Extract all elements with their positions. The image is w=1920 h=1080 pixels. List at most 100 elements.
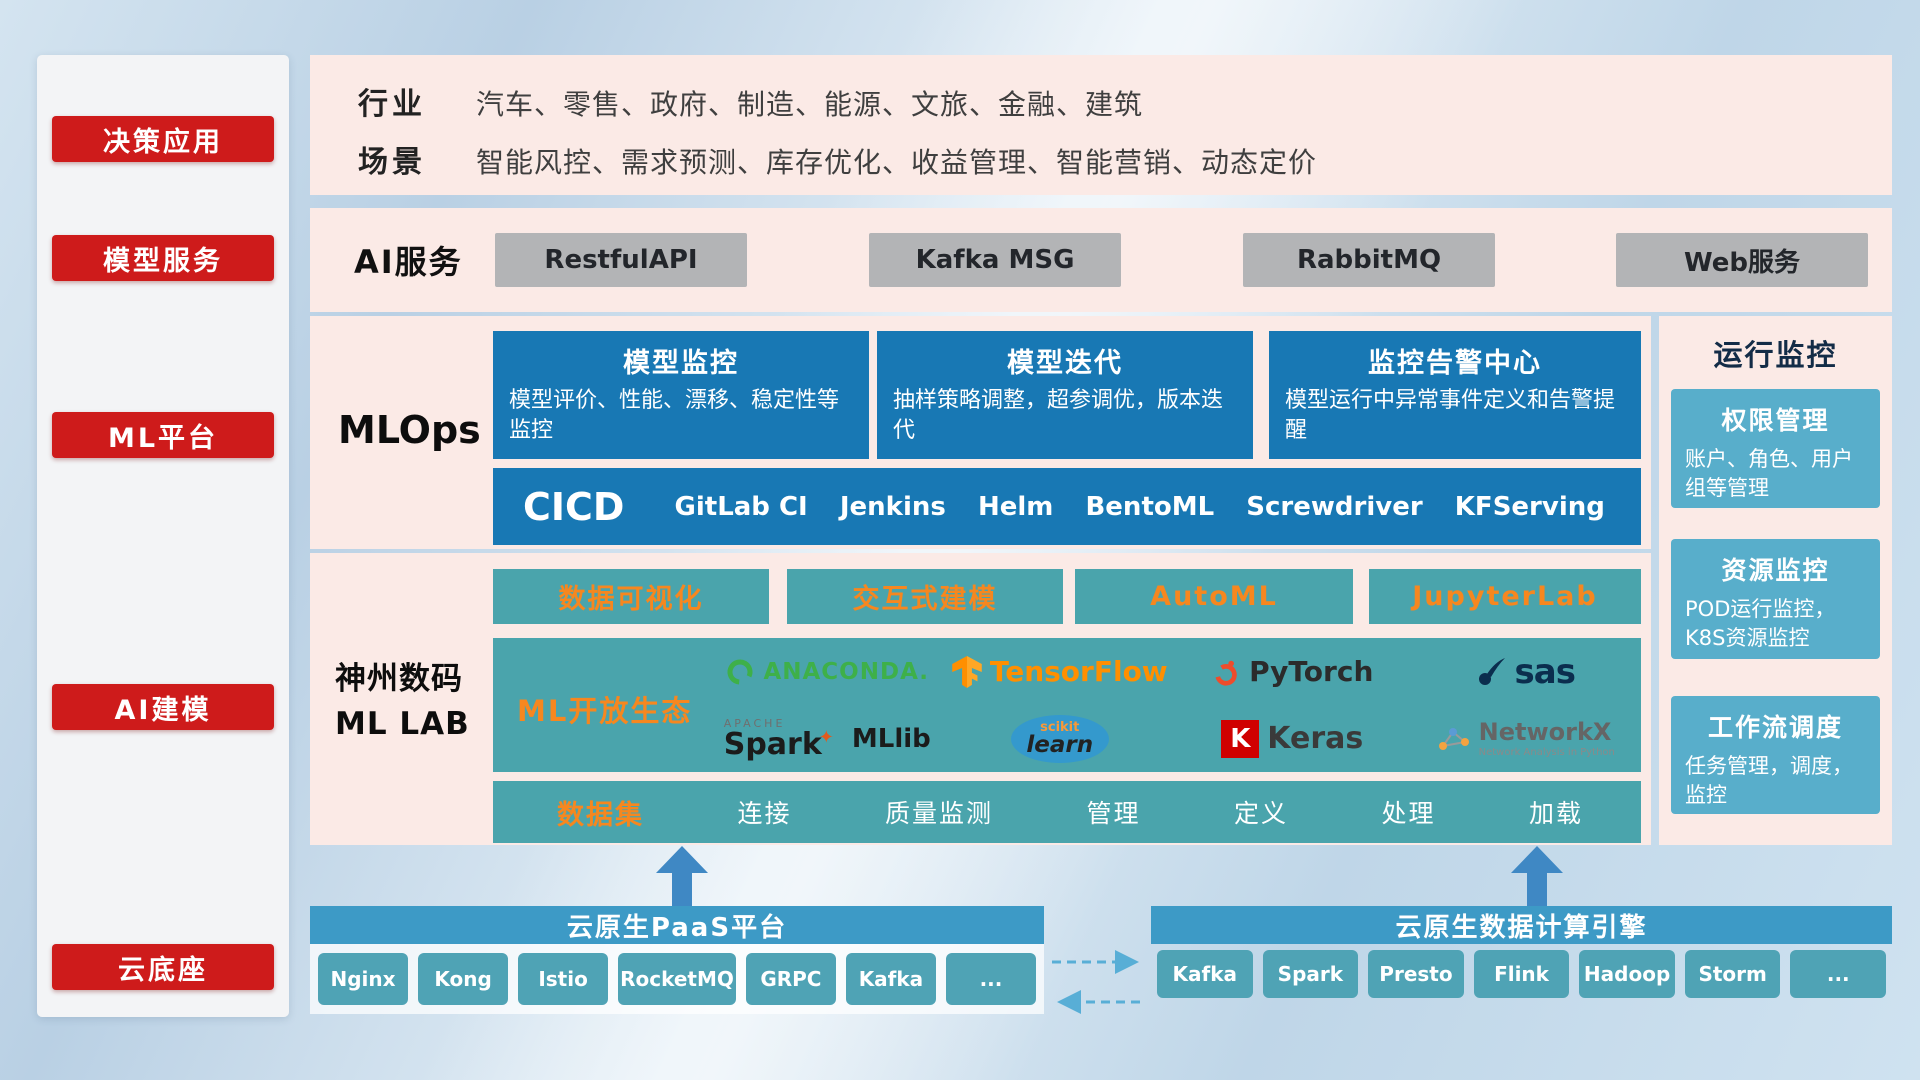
anaconda-logo: ANACONDA. xyxy=(725,657,929,687)
sas-wordmark: sas xyxy=(1514,651,1576,692)
cicd-kfserving: KFServing xyxy=(1454,491,1605,522)
ml-ecosystem-panel: ML开放生态 ANACONDA. TensorFlow xyxy=(493,638,1641,772)
cicd-jenkins: Jenkins xyxy=(839,491,946,522)
card-alert-center: 监控告警中心 模型运行中异常事件定义和告警提醒 xyxy=(1269,331,1641,459)
card-title: 模型监控 xyxy=(623,348,739,379)
cicd-helm: Helm xyxy=(977,491,1054,522)
tensorflow-icon xyxy=(952,655,982,688)
runtime-monitor-column: 运行监控 权限管理 账户、角色、用户组等管理 资源监控 POD运行监控，K8S资… xyxy=(1659,316,1892,845)
card-workflow-scheduler: 工作流调度 任务管理，调度，监控 xyxy=(1671,696,1880,814)
card-title: 权限管理 xyxy=(1721,406,1830,435)
layer-badge-ml-platform: ML平台 xyxy=(52,412,274,458)
mllab-label-line1: 神州数码 xyxy=(335,661,463,697)
dataset-label: 数据集 xyxy=(557,799,644,831)
scene-list: 智能风控、需求预测、库存优化、收益管理、智能营销、动态定价 xyxy=(476,146,1318,179)
engine-hadoop: Hadoop xyxy=(1579,950,1675,998)
industry-list: 汽车、零售、政府、制造、能源、文旅、金融、建筑 xyxy=(476,88,1144,121)
mllib-wordmark: MLlib xyxy=(851,723,931,754)
tensorflow-wordmark: TensorFlow xyxy=(989,655,1168,688)
mllab-band: 神州数码 ML LAB 数据可视化 交互式建模 AutoML JupyterLa… xyxy=(310,553,1651,845)
card-desc: POD运行监控，K8S资源监控 xyxy=(1685,597,1836,651)
keras-wordmark: Keras xyxy=(1267,721,1364,756)
industry-label: 行业 xyxy=(358,87,426,122)
cicd-items: GitLab CI Jenkins Helm BentoML Screwdriv… xyxy=(658,492,1641,522)
layer-sidebar: 决策应用 模型服务 ML平台 AI建模 云底座 xyxy=(37,55,289,1017)
up-arrow-icon xyxy=(656,846,708,906)
card-desc: 账户、角色、用户组等管理 xyxy=(1685,447,1853,501)
service-rabbitmq: RabbitMQ xyxy=(1243,233,1495,287)
layer-badge-cloud-base: 云底座 xyxy=(52,944,274,990)
service-web: Web服务 xyxy=(1616,233,1868,287)
layer-badge-model-services: 模型服务 xyxy=(52,235,274,281)
layer-badge-decision-apps: 决策应用 xyxy=(52,116,274,162)
mlops-label: MLOps xyxy=(338,408,481,452)
service-restfulapi: RestfulAPI xyxy=(495,233,747,287)
up-arrow-icon xyxy=(1511,846,1563,906)
paas-nginx: Nginx xyxy=(318,953,409,1005)
paas-platform-header: 云原生PaaS平台 xyxy=(310,906,1044,944)
paas-rocketmq: RocketMQ xyxy=(618,953,736,1005)
card-model-iteration: 模型迭代 抽样策略调整，超参调优，版本迭代 xyxy=(877,331,1253,459)
card-title: 模型迭代 xyxy=(1007,348,1123,379)
tool-interactive-modeling: 交互式建模 xyxy=(787,569,1063,624)
paas-grpc: GRPC xyxy=(745,953,836,1005)
data-step-define: 定义 xyxy=(1233,799,1288,828)
mllab-label: 神州数码 ML LAB xyxy=(335,657,470,747)
tool-data-visualization: 数据可视化 xyxy=(493,569,769,624)
card-resource-monitor: 资源监控 POD运行监控，K8S资源监控 xyxy=(1671,539,1880,659)
anaconda-wordmark: ANACONDA. xyxy=(763,658,930,685)
cicd-label: CICD xyxy=(523,484,625,529)
networkx-wordmark: NetworkX xyxy=(1478,717,1612,746)
data-step-load: 加载 xyxy=(1528,799,1583,828)
card-desc: 模型评价、性能、漂移、稳定性等监控 xyxy=(509,388,840,443)
scikit-learn-logo: scikit learn xyxy=(1010,714,1109,763)
data-step-quality: 质量监测 xyxy=(884,799,993,828)
runtime-monitor-title: 运行监控 xyxy=(1713,338,1838,372)
paas-kafka: Kafka xyxy=(845,953,936,1005)
card-title: 工作流调度 xyxy=(1707,713,1843,742)
data-engine-header: 云原生数据计算引擎 xyxy=(1151,906,1892,944)
engine-spark: Spark xyxy=(1262,950,1359,998)
keras-icon: K xyxy=(1221,719,1260,758)
card-desc: 抽样策略调整，超参调优，版本迭代 xyxy=(893,388,1224,443)
spark-star-icon: ✦ xyxy=(818,726,834,748)
data-step-manage: 管理 xyxy=(1086,799,1141,828)
paas-more: ... xyxy=(945,953,1036,1005)
engine-flink: Flink xyxy=(1473,950,1570,998)
apache-caption: APACHE xyxy=(723,716,786,730)
spark-wordmark: APACHE Spark✦ xyxy=(723,716,834,762)
pytorch-wordmark: PyTorch xyxy=(1249,655,1374,688)
card-desc: 模型运行中异常事件定义和告警提醒 xyxy=(1285,388,1616,443)
data-engine-components-row: Kafka Spark Presto Flink Hadoop Storm ..… xyxy=(1157,950,1887,998)
networkx-logo: NetworkX Network Analysis in Python xyxy=(1435,717,1615,758)
data-step-process: 处理 xyxy=(1381,799,1436,828)
engine-storm: Storm xyxy=(1684,950,1781,998)
engine-kafka: Kafka xyxy=(1157,950,1253,998)
card-model-monitoring: 模型监控 模型评价、性能、漂移、稳定性等监控 xyxy=(493,331,869,459)
card-title: 资源监控 xyxy=(1721,556,1830,585)
cicd-bar: CICD GitLab CI Jenkins Helm BentoML Scre… xyxy=(493,468,1641,545)
engine-more: ... xyxy=(1790,950,1887,998)
networkx-caption: Network Analysis in Python xyxy=(1478,746,1615,758)
ai-service-band: AI服务 RestfulAPI Kafka MSG RabbitMQ Web服务 xyxy=(310,208,1892,312)
scene-label: 场景 xyxy=(358,145,426,180)
ml-ecosystem-label: ML开放生态 xyxy=(517,694,693,728)
engine-presto: Presto xyxy=(1368,950,1464,998)
tool-jupyterlab: JupyterLab xyxy=(1369,569,1641,624)
dataset-pipeline-bar: 数据集 连接 质量监测 管理 定义 处理 加载 xyxy=(493,781,1641,843)
card-desc: 任务管理，调度，监控 xyxy=(1685,754,1853,808)
networkx-icon xyxy=(1438,727,1469,750)
scene-row: 场景 智能风控、需求预测、库存优化、收益管理、智能营销、动态定价 xyxy=(358,137,1872,181)
scikit-learn-icon: scikit learn xyxy=(1010,714,1109,763)
data-step-connect: 连接 xyxy=(737,799,792,828)
spark-mllib-logo: APACHE Spark✦ MLlib xyxy=(724,718,931,760)
sas-icon xyxy=(1478,657,1505,685)
cicd-bentoml: BentoML xyxy=(1085,491,1215,522)
paas-components-row: Nginx Kong Istio RocketMQ GRPC Kafka ... xyxy=(318,953,1036,1005)
card-title: 监控告警中心 xyxy=(1368,348,1542,379)
keras-logo: K Keras xyxy=(1221,719,1364,758)
cicd-gitlab-ci: GitLab CI xyxy=(674,491,808,522)
mlops-band: MLOps 模型监控 模型评价、性能、漂移、稳定性等监控 模型迭代 抽样策略调整… xyxy=(310,316,1651,549)
tool-automl: AutoML xyxy=(1075,569,1353,624)
service-kafka-msg: Kafka MSG xyxy=(869,233,1121,287)
